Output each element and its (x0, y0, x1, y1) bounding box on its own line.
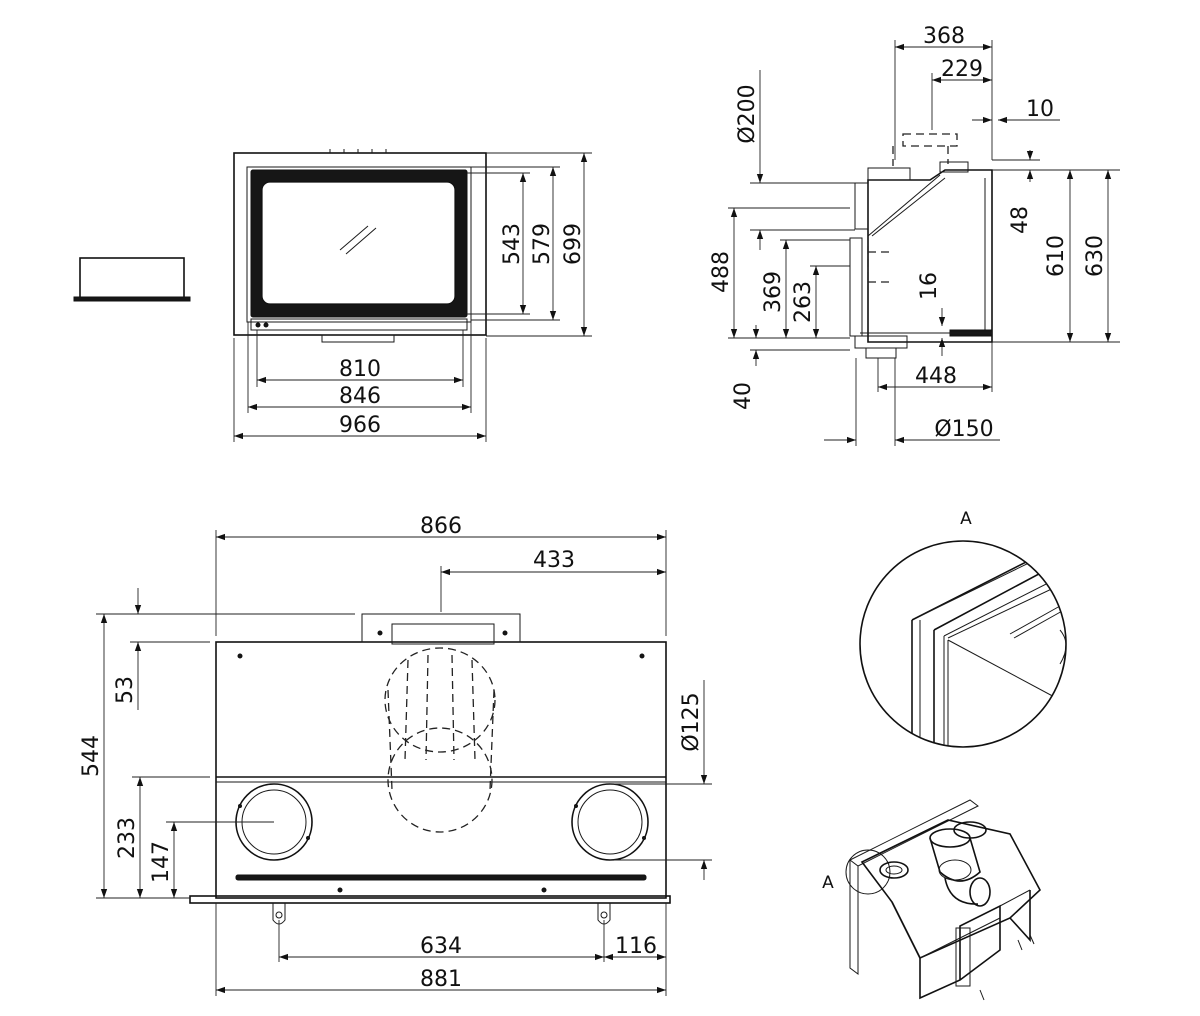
dim-116: 116 (615, 934, 657, 959)
dim-810: 810 (339, 357, 381, 382)
dim-40: 40 (731, 382, 756, 410)
dim-48: 48 (1008, 206, 1033, 234)
detail-a: A (859, 509, 1067, 748)
dim-dia125: Ø125 (679, 692, 704, 751)
dim-488: 488 (709, 251, 734, 293)
side-view: 368 229 10 48 610 630 Ø200 488 369 263 (709, 24, 1120, 446)
dim-610: 610 (1044, 235, 1069, 277)
dim-369: 369 (761, 271, 786, 313)
dim-634: 634 (420, 934, 462, 959)
dim-966: 966 (339, 413, 381, 438)
side-module (79, 257, 185, 299)
dim-147: 147 (149, 841, 174, 883)
dim-881: 881 (420, 967, 462, 992)
flue-pipe (384, 647, 496, 753)
isometric-view: A (822, 799, 1041, 1001)
dim-229: 229 (941, 57, 983, 82)
detail-label: A (960, 509, 972, 529)
dim-53: 53 (113, 676, 138, 704)
top-view: 866 433 544 53 233 147 Ø125 6 (79, 514, 712, 996)
dim-dia200: Ø200 (735, 84, 760, 143)
dim-448: 448 (915, 364, 957, 389)
dim-846: 846 (339, 384, 381, 409)
dim-543: 543 (500, 223, 525, 265)
dim-699: 699 (561, 223, 586, 265)
dim-579: 579 (530, 223, 555, 265)
dim-10: 10 (1026, 97, 1054, 122)
dim-263: 263 (791, 281, 816, 323)
dim-630: 630 (1083, 235, 1108, 277)
dim-16: 16 (917, 272, 942, 300)
duct-right (571, 783, 649, 861)
side-body (867, 169, 993, 343)
dim-dia150: Ø150 (934, 417, 993, 442)
dim-544: 544 (79, 735, 104, 777)
dim-368: 368 (923, 24, 965, 49)
iso-label: A (822, 873, 834, 893)
front-view: 810 846 966 543 579 699 (73, 149, 592, 442)
dim-233: 233 (115, 817, 140, 859)
dim-866: 866 (420, 514, 462, 539)
dim-433: 433 (533, 548, 575, 573)
